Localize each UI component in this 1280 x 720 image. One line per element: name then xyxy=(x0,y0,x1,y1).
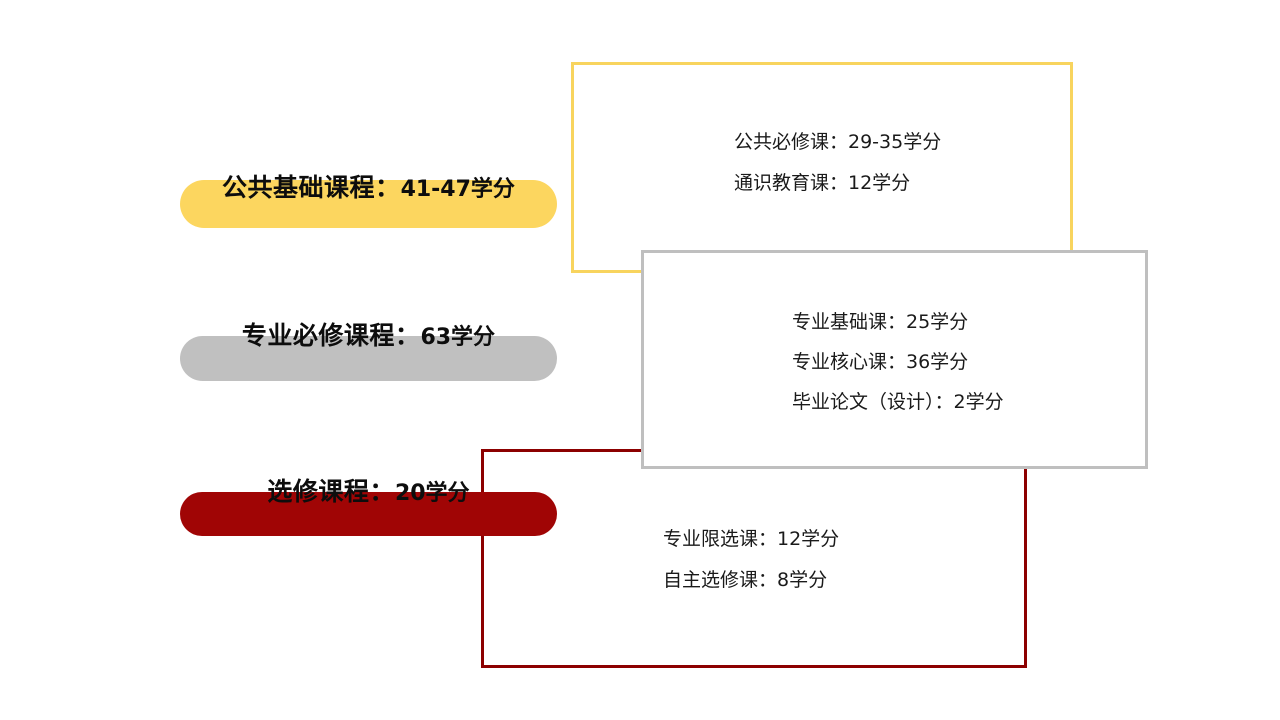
detail-list-major-required: 专业基础课：25学分 专业核心课：36学分 毕业论文（设计）：2学分 xyxy=(644,313,1145,412)
detail-box-elective: 专业限选课：12学分 自主选修课：8学分 xyxy=(481,449,1027,668)
pill-shape-major-required xyxy=(180,336,557,381)
detail-list-elective: 专业限选课：12学分 自主选修课：8学分 xyxy=(484,530,1024,590)
pill-label-public-basic: 公共基础课程：41-47学分 xyxy=(180,168,557,204)
detail-line: 通识教育课：12学分 xyxy=(734,172,911,194)
pill-shape-public-basic xyxy=(180,180,557,228)
pill-credits-major-required: 63学分 xyxy=(420,325,496,350)
detail-line: 专业基础课：25学分 xyxy=(792,311,969,333)
pill-credits-public-basic: 41-47学分 xyxy=(400,177,515,202)
pill-category-major-required: 专业必修课程： xyxy=(241,321,421,350)
detail-line: 专业限选课：12学分 xyxy=(663,528,840,550)
detail-line: 自主选修课：8学分 xyxy=(663,569,828,591)
detail-line: 毕业论文（设计）：2学分 xyxy=(792,391,1004,413)
detail-line: 公共必修课：29-35学分 xyxy=(734,131,942,153)
pill-credits-elective: 20学分 xyxy=(394,481,470,506)
detail-box-major-required: 专业基础课：25学分 专业核心课：36学分 毕业论文（设计）：2学分 xyxy=(641,250,1148,469)
detail-box-public-basic: 公共必修课：29-35学分 通识教育课：12学分 xyxy=(571,62,1073,273)
pill-category-public-basic: 公共基础课程： xyxy=(222,173,401,202)
detail-line: 专业核心课：36学分 xyxy=(792,351,969,373)
pill-label-elective: 选修课程：20学分 xyxy=(180,472,557,508)
detail-list-public-basic: 公共必修课：29-35学分 通识教育课：12学分 xyxy=(574,133,1070,193)
pill-label-major-required: 专业必修课程：63学分 xyxy=(180,316,557,352)
pill-shape-elective xyxy=(180,492,557,536)
pill-category-elective: 选修课程： xyxy=(267,477,395,506)
